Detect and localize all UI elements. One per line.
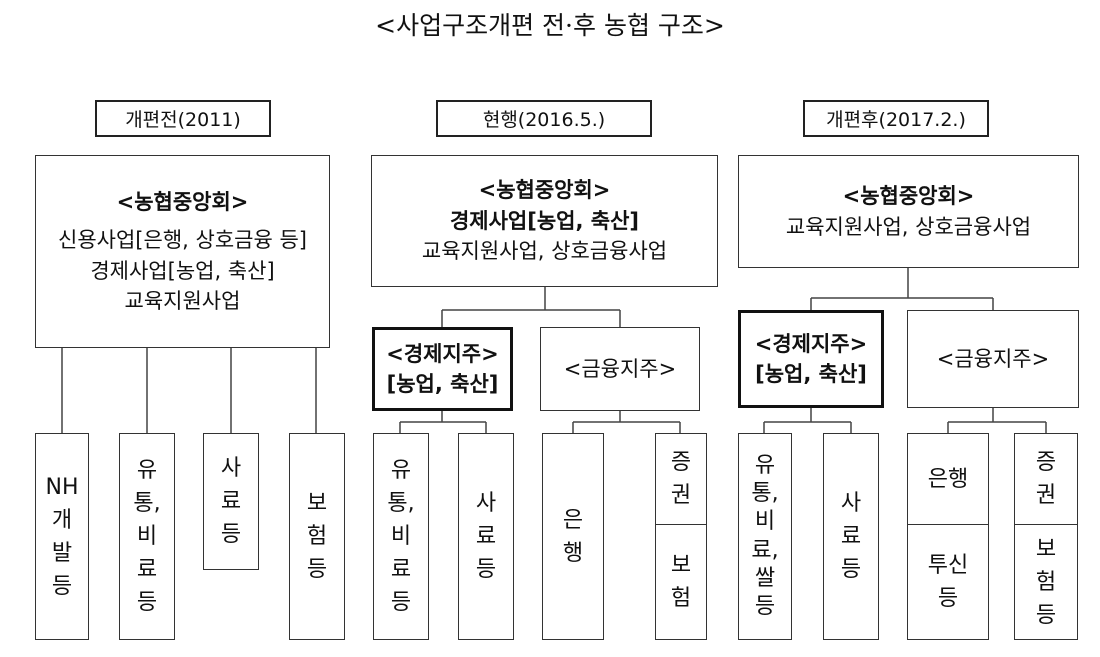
sub-nh-dev: NH 개 발 등 <box>35 433 89 640</box>
hq-lines: 교육지원사업, 상호금융사업 <box>421 239 668 264</box>
label-before: 개편전(2011) <box>95 100 271 137</box>
sub-feed: 사 료 등 <box>458 433 514 640</box>
econ-holding-current: <경제지주> [농업, 축산] <box>372 327 513 411</box>
label-after: 개편후(2017.2.) <box>803 100 989 137</box>
sub-feed: 사 료 등 <box>823 433 879 640</box>
hq-box-before: <농협중앙회> 신용사업[은행, 상호금융 등] 경제사업[농업, 축산] 교육… <box>35 155 330 348</box>
connectors-2011 <box>61 348 317 433</box>
investment-trust: 투신 등 <box>927 553 969 611</box>
sub-securities-insurance: 증 권 보 험 등 <box>1014 433 1078 640</box>
sub-bank: 은 행 <box>542 433 604 640</box>
hq-name: <농협중앙회> <box>478 178 611 203</box>
hq-bold-line: 경제사업[농업, 축산] <box>449 208 640 233</box>
hq-lines: 교육지원사업, 상호금융사업 <box>785 214 1032 239</box>
fin-holding-current: <금융지주> <box>540 327 700 411</box>
insurance: 보 험 <box>670 553 692 611</box>
sub-insurance: 보 험 등 <box>289 433 345 640</box>
securities: 증 권 <box>656 434 706 525</box>
sub-distribution: 유 통, 비 료 등 <box>119 433 175 640</box>
diagram-title: <사업구조개편 전·후 농협 구조> <box>375 11 725 40</box>
hq-box-current: <농협중앙회> 경제사업[농업, 축산] 교육지원사업, 상호금융사업 <box>371 155 718 287</box>
hq-name: <농협중앙회> <box>842 184 975 209</box>
bank: 은행 <box>908 434 988 525</box>
sub-bank-trust: 은행 투신 등 <box>907 433 989 640</box>
securities: 증 권 <box>1015 434 1077 525</box>
sub-feed: 사 료 등 <box>203 433 259 570</box>
connectors-2017 <box>763 268 1047 433</box>
sub-distribution-rice: 유 통, 비 료, 쌀 등 <box>738 433 792 640</box>
hq-name: <농협중앙회> <box>116 189 249 214</box>
insurance: 보 험 등 <box>1035 536 1057 628</box>
fin-holding-after: <금융지주> <box>907 310 1079 408</box>
econ-holding-after: <경제지주> [농업, 축산] <box>738 310 884 408</box>
sub-distribution: 유 통, 비 료 등 <box>373 433 429 640</box>
hq-box-after: <농협중앙회> 교육지원사업, 상호금융사업 <box>738 155 1079 268</box>
hq-lines: 신용사업[은행, 상호금융 등] 경제사업[농업, 축산] 교육지원사업 <box>58 228 307 313</box>
sub-securities-insurance: 증 권 보 험 <box>655 433 707 640</box>
connectors-2016 <box>399 287 681 433</box>
label-current: 현행(2016.5.) <box>436 100 652 137</box>
